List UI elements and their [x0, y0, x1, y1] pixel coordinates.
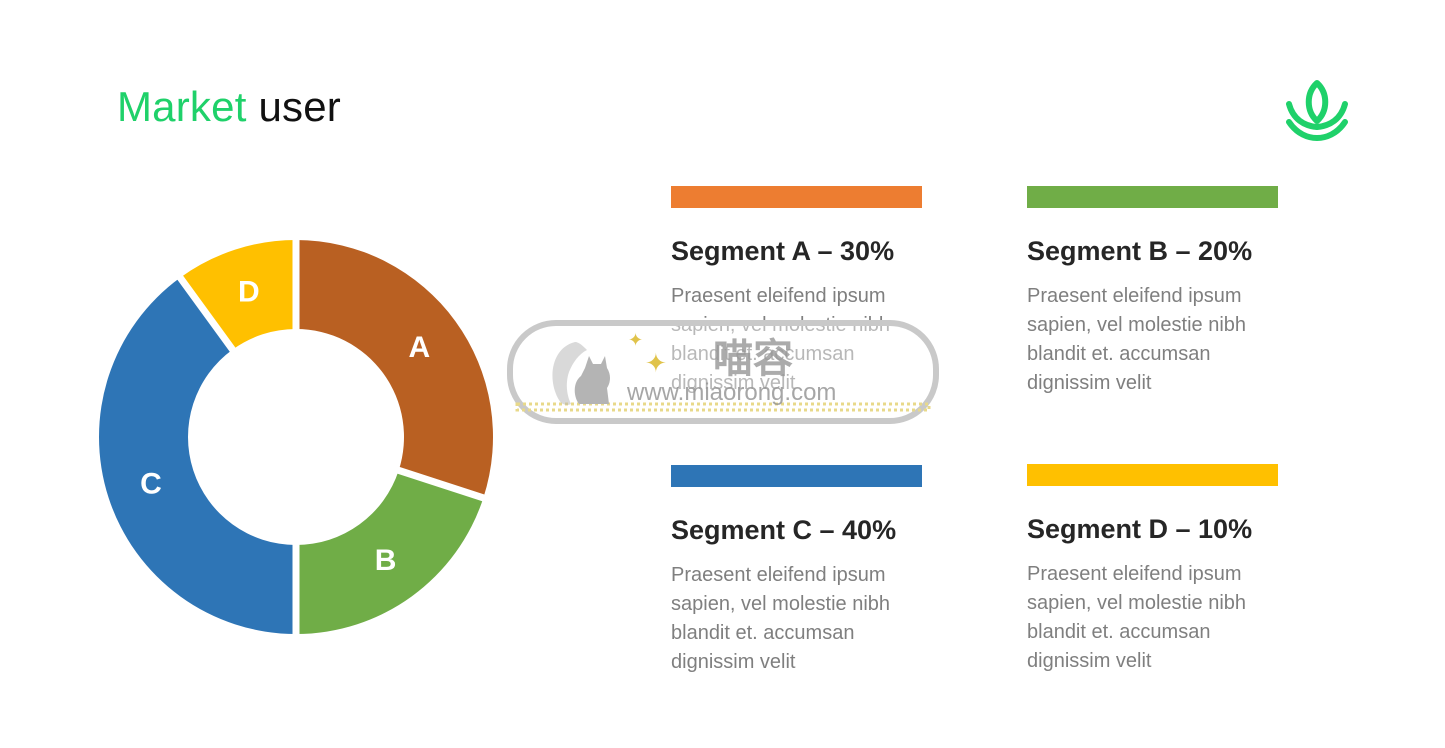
segment-heading: Segment A – 30% [671, 236, 895, 266]
lotus-leaf-icon [1286, 80, 1348, 141]
segment-card-c: Segment C – 40% Praesent eleifend ipsum … [671, 465, 931, 677]
segment-color-bar [1027, 464, 1278, 486]
donut-label-c: C [140, 468, 162, 501]
donut-slice-c [99, 277, 296, 634]
cat-silhouette-icon [552, 342, 610, 405]
segment-description: Praesent eleifend ipsum sapien, vel mole… [1027, 563, 1247, 672]
page-title: Market user [117, 82, 341, 132]
donut-label-a: A [409, 331, 431, 364]
segment-description: Praesent eleifend ipsum sapien, vel mole… [1027, 285, 1247, 394]
donut-slice-b [296, 470, 484, 634]
segment-card-b: Segment B – 20% Praesent eleifend ipsum … [1027, 186, 1287, 398]
donut-chart: A B C D [99, 238, 494, 636]
segment-heading: Segment C – 40% [671, 515, 897, 545]
title-accent: Market [117, 83, 247, 130]
donut-separator [395, 466, 487, 502]
segment-color-bar [671, 465, 922, 487]
donut-label-b: B [375, 544, 397, 577]
segment-heading: Segment B – 20% [1027, 236, 1253, 266]
segment-card-a: Segment A – 30% Praesent eleifend ipsum … [671, 186, 931, 398]
segment-color-bar [1027, 186, 1278, 208]
svg-text:✦: ✦ [645, 348, 667, 378]
segment-heading: Segment D – 10% [1027, 514, 1253, 544]
donut-separator [176, 273, 237, 354]
donut-slice-d [180, 240, 296, 350]
segment-card-d: Segment D – 10% Praesent eleifend ipsum … [1027, 464, 1287, 676]
donut-slice-a [296, 240, 494, 498]
segment-description: Praesent eleifend ipsum sapien, vel mole… [671, 564, 891, 673]
svg-text:✦: ✦ [628, 330, 643, 350]
segment-color-bar [671, 186, 922, 208]
segment-description: Praesent eleifend ipsum sapien, vel mole… [671, 285, 891, 394]
title-rest: user [258, 83, 341, 130]
donut-label-d: D [238, 275, 260, 308]
